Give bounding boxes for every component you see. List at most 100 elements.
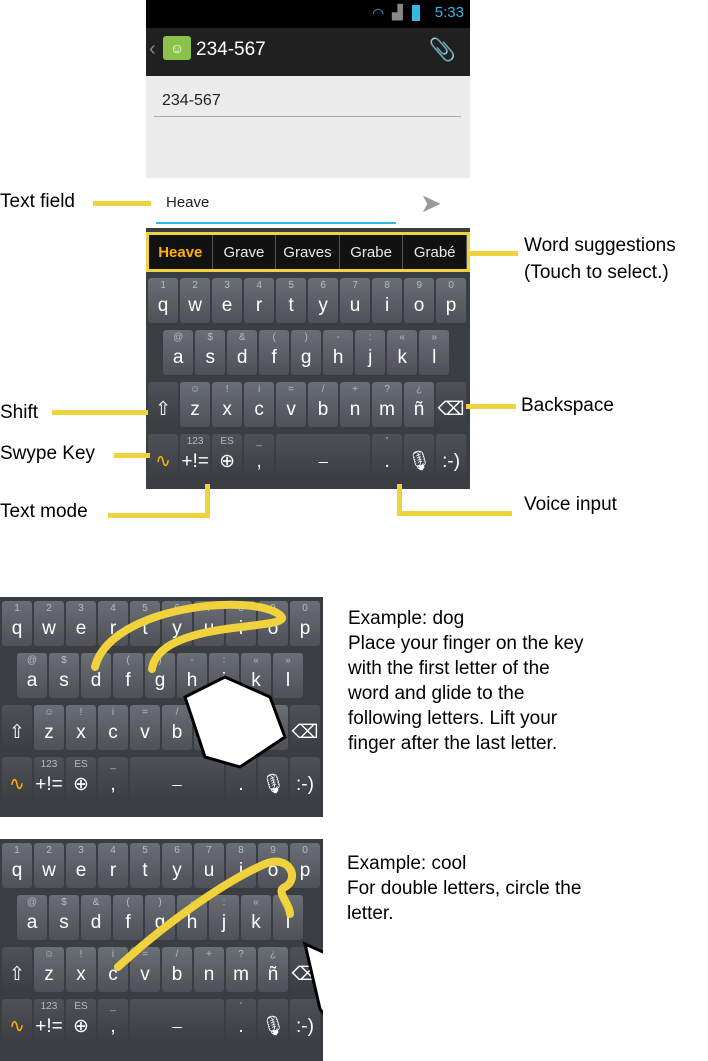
language-key[interactable]: ES⊕ — [66, 757, 96, 802]
key-k[interactable]: «k — [241, 895, 271, 940]
text-mode-key[interactable]: 123+!= — [180, 434, 211, 479]
key-x[interactable]: !x — [66, 705, 96, 750]
key-x[interactable]: !x — [66, 947, 96, 992]
key-m[interactable]: ?m — [226, 947, 256, 992]
key-z[interactable]: ☺z — [180, 382, 211, 427]
period-key[interactable]: '. — [226, 999, 256, 1044]
smiley-key[interactable]: :-) — [290, 757, 320, 802]
key-m[interactable]: ?m — [372, 382, 403, 427]
suggestion-item[interactable]: Grabe — [340, 235, 404, 269]
key-f[interactable]: (f — [113, 653, 143, 698]
key-j[interactable]: :j — [355, 330, 386, 375]
key-ñ[interactable]: ¿ñ — [258, 947, 288, 992]
key-n[interactable]: +n — [340, 382, 371, 427]
period-key[interactable]: '. — [372, 434, 403, 479]
key-k[interactable]: «k — [387, 330, 418, 375]
voice-input-key[interactable]: 🎙 — [258, 999, 288, 1044]
language-key[interactable]: ES⊕ — [212, 434, 243, 479]
smiley-key[interactable]: :-) — [436, 434, 467, 479]
key-b[interactable]: /b — [308, 382, 339, 427]
key-d[interactable]: &d — [227, 330, 258, 375]
key-g[interactable]: )g — [291, 330, 322, 375]
key-b[interactable]: /b — [162, 705, 192, 750]
text-mode-key[interactable]: 123+!= — [34, 999, 64, 1044]
swype-key[interactable]: ∿ — [148, 434, 179, 479]
space-key[interactable]: ⎯ — [276, 434, 371, 479]
swype-key[interactable]: ∿ — [2, 757, 32, 802]
key-d[interactable]: &d — [81, 895, 111, 940]
key-a[interactable]: @a — [163, 330, 194, 375]
messaging-icon[interactable]: ☺ — [163, 36, 191, 60]
key-v[interactable]: =v — [130, 705, 160, 750]
key-s[interactable]: $s — [49, 653, 79, 698]
language-key[interactable]: ES⊕ — [66, 999, 96, 1044]
key-v[interactable]: =v — [276, 382, 307, 427]
shift-key[interactable]: ⇧ — [2, 947, 32, 992]
key-f[interactable]: (f — [113, 895, 143, 940]
backspace-key[interactable]: ⌫ — [436, 382, 467, 427]
suggestion-item[interactable]: Grave — [213, 235, 277, 269]
key-a[interactable]: @a — [17, 653, 47, 698]
space-key[interactable]: ⎯ — [130, 999, 224, 1044]
key-x[interactable]: !x — [212, 382, 243, 427]
shift-key[interactable]: ⇧ — [148, 382, 179, 427]
key-j[interactable]: :j — [209, 895, 239, 940]
suggestion-item[interactable]: Grabé — [403, 235, 467, 269]
key-f[interactable]: (f — [259, 330, 290, 375]
key-z[interactable]: ☺z — [34, 947, 64, 992]
swype-key[interactable]: ∿ — [2, 999, 32, 1044]
comma-key[interactable]: _, — [244, 434, 275, 479]
backspace-key[interactable]: ⌫ — [290, 705, 320, 750]
voice-input-key[interactable]: 🎙 — [404, 434, 435, 479]
key-ñ[interactable]: ¿ñ — [404, 382, 435, 427]
key-l[interactable]: »l — [419, 330, 450, 375]
text-field[interactable]: Heave — [156, 188, 396, 224]
key-s[interactable]: $s — [195, 330, 226, 375]
shift-key[interactable]: ⇧ — [2, 705, 32, 750]
voice-input-key[interactable]: 🎙 — [258, 757, 288, 802]
key-n[interactable]: +n — [194, 947, 224, 992]
comma-key[interactable]: _, — [98, 757, 128, 802]
key-h[interactable]: -h — [323, 330, 354, 375]
key-s[interactable]: $s — [49, 895, 79, 940]
text-mode-key[interactable]: 123+!= — [34, 757, 64, 802]
back-icon[interactable]: ‹ — [149, 38, 156, 60]
key-g[interactable]: )g — [145, 653, 175, 698]
send-icon[interactable]: ➤ — [420, 188, 442, 218]
suggestion-item[interactable]: Graves — [276, 235, 340, 269]
attach-icon[interactable]: 📎 — [428, 37, 456, 62]
key-l[interactable]: »l — [273, 653, 303, 698]
space-key[interactable]: ⎯ — [130, 757, 224, 802]
recipient-field[interactable]: 234-567 — [154, 88, 461, 117]
comma-key[interactable]: _, — [98, 999, 128, 1044]
key-b[interactable]: /b — [162, 947, 192, 992]
smiley-key[interactable]: :-) — [290, 999, 320, 1044]
key-z[interactable]: ☺z — [34, 705, 64, 750]
suggestion-item[interactable]: Heave — [149, 235, 213, 269]
key-a[interactable]: @a — [17, 895, 47, 940]
